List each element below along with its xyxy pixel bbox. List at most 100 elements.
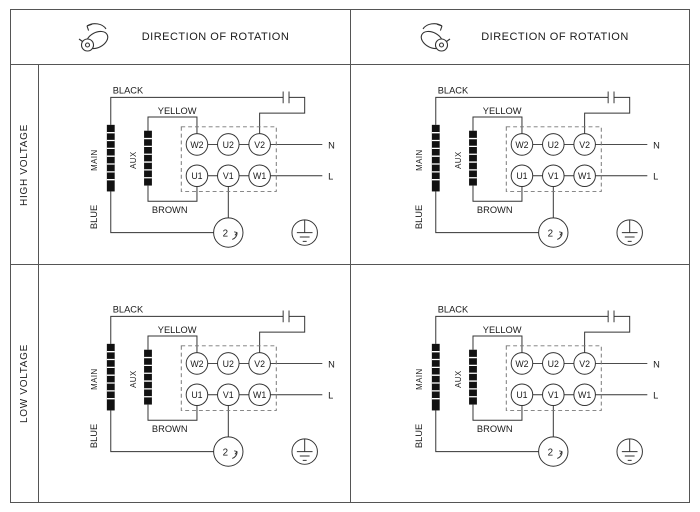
wiring-diagram: W2 U2 V2 U1 V1 W1 2 BLACK YELLOW BROWN B… (89, 85, 335, 248)
brown-wire (472, 185, 523, 202)
motor-label: 2 (222, 447, 227, 458)
aux-winding-coil (469, 349, 477, 405)
black-wire-label: BLACK (438, 304, 469, 314)
brown-wire-label: BROWN (477, 204, 513, 214)
terminal-links (532, 362, 574, 395)
diagram-frame: DIRECTION OF ROTATION DIRECTION OF ROTAT… (10, 9, 690, 503)
capacitor-icon (258, 310, 305, 353)
earth-ground-icon (290, 437, 318, 465)
aux-winding-coil (143, 130, 152, 186)
motor-rotation-left-icon (78, 23, 109, 52)
earth-ground-icon (616, 437, 643, 465)
terminal-w1: W1 (578, 390, 591, 400)
aux-winding-label: AUX (129, 370, 138, 388)
diagram-low-voltage-right: W2 U2 V2 U1 V1 W1 2 BLACK YELLOW BROWN B… (351, 265, 689, 502)
main-winding-coil (106, 124, 115, 191)
terminal-links (207, 143, 249, 176)
brown-wire (472, 404, 523, 421)
blue-wire-label: BLUE (414, 204, 424, 228)
blue-wire (109, 190, 214, 233)
black-wire (109, 96, 283, 125)
neutral-label: N (653, 359, 660, 369)
diagram-low-voltage-left: W2 U2 V2 U1 V1 W1 2 BLACK YELLOW BROWN B… (39, 265, 351, 502)
brown-wire-label: BROWN (151, 423, 187, 433)
header-label: DIRECTION OF ROTATION (141, 31, 290, 43)
yellow-wire (472, 335, 523, 353)
terminal-w2: W2 (190, 358, 203, 368)
terminal-w2: W2 (515, 358, 528, 368)
live-label: L (328, 390, 333, 400)
blue-wire-label: BLUE (89, 204, 99, 228)
terminal-circles: W2 U2 V2 U1 V1 W1 (510, 132, 596, 187)
terminal-u1: U1 (516, 390, 527, 400)
black-wire (435, 96, 609, 125)
blue-wire (435, 190, 539, 233)
terminal-v1: V1 (548, 171, 559, 181)
wiring-diagram: W2 U2 V2 U1 V1 W1 2 BLACK YELLOW BROWN B… (414, 85, 660, 248)
blue-wire (109, 409, 214, 452)
wiring-diagram: W2 U2 V2 U1 V1 W1 2 BLACK YELLOW BROWN B… (89, 304, 335, 467)
wires (109, 91, 322, 233)
main-winding-label: MAIN (90, 368, 99, 390)
brown-wire-label: BROWN (477, 423, 513, 433)
main-winding-coil (431, 124, 440, 191)
blue-wire (435, 409, 539, 452)
header-direction-left: DIRECTION OF ROTATION (11, 10, 351, 65)
wiring-diagram: W2 U2 V2 U1 V1 W1 2 BLACK YELLOW BROWN B… (414, 304, 660, 467)
motor-circle-icon: 2 (212, 216, 243, 248)
motor-label: 2 (548, 228, 553, 239)
terminal-v1: V1 (222, 390, 233, 400)
neutral-label: N (653, 140, 660, 150)
terminal-w1: W1 (253, 390, 266, 400)
header-direction-right: DIRECTION OF ROTATION (351, 10, 689, 65)
earth-ground-icon (616, 218, 643, 246)
yellow-wire (147, 116, 197, 134)
wires (435, 310, 648, 452)
black-wire (109, 315, 283, 344)
live-label: L (653, 390, 658, 400)
main-winding-label: MAIN (415, 149, 424, 171)
terminal-u2: U2 (548, 358, 559, 368)
brown-wire (147, 185, 197, 202)
terminal-u2: U2 (222, 139, 233, 149)
terminal-u2: U2 (222, 358, 233, 368)
terminal-w1: W1 (578, 171, 591, 181)
yellow-wire-label: YELLOW (483, 106, 522, 116)
motor-circle-icon: 2 (538, 435, 569, 467)
motor-label: 2 (222, 228, 227, 239)
terminal-v1: V1 (548, 390, 559, 400)
aux-winding-label: AUX (454, 370, 463, 388)
yellow-wire-label: YELLOW (157, 106, 196, 116)
diagram-high-voltage-right: W2 U2 V2 U1 V1 W1 2 BLACK YELLOW BROWN B… (351, 65, 689, 265)
yellow-wire (472, 116, 523, 134)
motor-label: 2 (548, 447, 553, 458)
aux-winding-label: AUX (454, 151, 463, 169)
neutral-label: N (328, 140, 335, 150)
motor-rotation-right-icon (420, 23, 451, 52)
header-label: DIRECTION OF ROTATION (481, 31, 629, 43)
capacitor-icon (258, 91, 305, 134)
yellow-wire-label: YELLOW (157, 325, 196, 335)
main-winding-label: MAIN (90, 149, 99, 171)
wires (109, 310, 322, 452)
terminal-w2: W2 (190, 139, 203, 149)
blue-wire-label: BLUE (89, 423, 99, 447)
black-wire (435, 315, 609, 344)
diagram-high-voltage-left: W2 U2 V2 U1 V1 W1 2 BLACK YELLOW BROWN B… (39, 65, 351, 265)
blue-wire-label: BLUE (414, 423, 424, 447)
brown-wire-label: BROWN (151, 204, 187, 214)
aux-winding-coil (469, 130, 477, 186)
black-wire-label: BLACK (112, 304, 143, 314)
terminal-links (207, 362, 249, 395)
wires (435, 91, 648, 233)
terminal-w2: W2 (515, 139, 528, 149)
terminal-v2: V2 (579, 358, 590, 368)
capacitor-icon (584, 310, 631, 353)
terminal-circles: W2 U2 V2 U1 V1 W1 (510, 351, 596, 406)
aux-winding-coil (143, 349, 152, 405)
terminal-u1: U1 (516, 171, 527, 181)
neutral-label: N (328, 359, 335, 369)
black-wire-label: BLACK (438, 85, 469, 95)
terminal-v2: V2 (579, 139, 590, 149)
earth-ground-icon (290, 218, 318, 246)
